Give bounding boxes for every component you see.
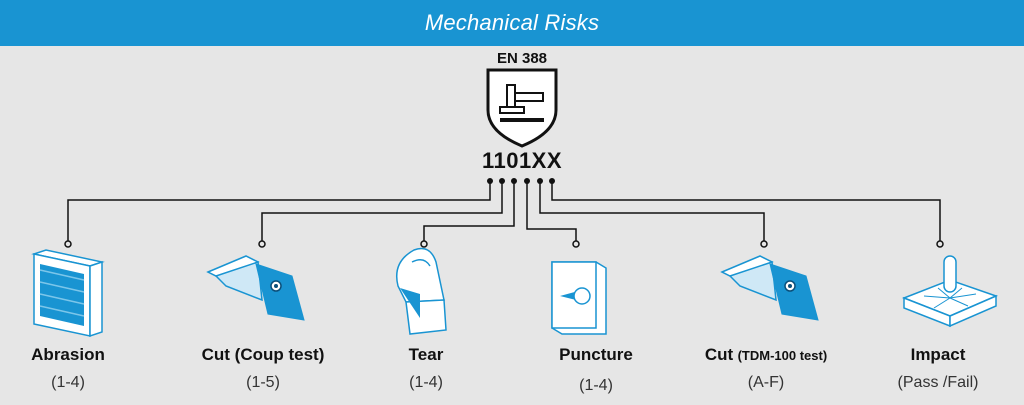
blade-cut-icon — [720, 255, 819, 321]
performance-code: 1101XX — [481, 148, 563, 173]
shield-hammer-icon — [486, 68, 558, 148]
category-impact-range: (Pass /Fail) — [897, 374, 979, 391]
category-puncture-range: (1-4) — [579, 377, 613, 394]
connector-end-rings — [64, 240, 944, 248]
connector-dots — [487, 178, 555, 184]
abrasion-icon — [31, 249, 105, 338]
category-cut-coup-range: (1-5) — [246, 374, 280, 391]
category-abrasion-range: (1-4) — [51, 374, 85, 391]
category-tear-range: (1-4) — [409, 374, 443, 391]
tear-icon — [396, 247, 447, 335]
connector-abrasion — [67, 181, 491, 243]
header-bar: Mechanical Risks — [0, 0, 1024, 46]
category-abrasion-name: Abrasion — [31, 345, 105, 364]
connector-impact — [551, 181, 941, 243]
page-title: Mechanical Risks — [424, 10, 600, 35]
category-cut-tdm-suffix: (TDM-100 test) — [737, 348, 828, 363]
category-tear-name: Tear — [408, 345, 444, 364]
connector-tear — [423, 181, 515, 243]
blade-cut-icon — [206, 255, 305, 321]
connector-cut-coup — [261, 181, 503, 243]
category-cut-tdm-name: Cut (TDM-100 test) — [704, 345, 828, 364]
puncture-icon — [551, 261, 607, 335]
standard-label: EN 388 — [496, 50, 548, 67]
impact-icon — [901, 255, 999, 328]
connector-lines — [67, 181, 941, 243]
category-puncture-name: Puncture — [559, 345, 633, 364]
connector-cut-tdm — [539, 181, 765, 243]
category-cut-tdm-range: (A-F) — [747, 374, 785, 391]
category-cut-coup-name: Cut (Coup test) — [201, 345, 325, 364]
category-impact-name: Impact — [910, 345, 966, 364]
connector-puncture — [526, 181, 577, 243]
